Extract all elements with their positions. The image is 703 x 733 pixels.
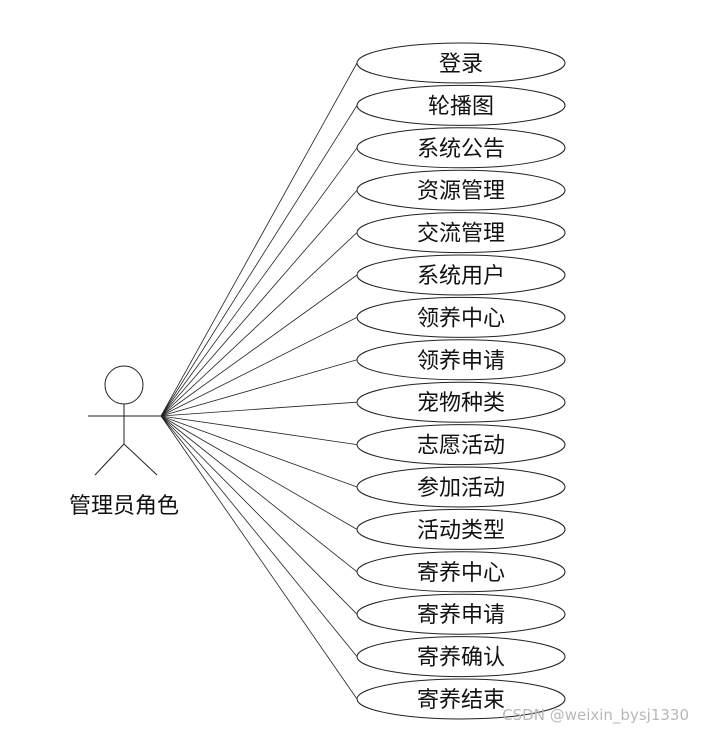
use-case: 志愿活动	[356, 424, 566, 466]
use-case-label: 轮播图	[428, 94, 494, 119]
use-case-label: 寄养结束	[417, 688, 505, 713]
connector-lines	[160, 62, 358, 700]
use-case-ellipse	[356, 339, 566, 381]
actor-head	[104, 365, 144, 405]
use-case: 寄养确认	[356, 636, 566, 678]
use-case-ellipse	[356, 42, 566, 84]
use-case: 寄养中心	[356, 551, 566, 593]
use-case-label: 宠物种类	[417, 391, 505, 416]
use-case-ellipse	[356, 381, 566, 423]
connector-line	[160, 189, 358, 417]
connector-line	[160, 415, 358, 615]
use-case-ellipse	[356, 551, 566, 593]
use-case: 领养中心	[356, 296, 566, 338]
use-case-ellipse	[356, 424, 566, 466]
use-case-label: 寄养确认	[417, 646, 505, 671]
use-case: 宠物种类	[356, 381, 566, 423]
connector-line	[160, 401, 358, 417]
use-case-label: 领养中心	[417, 306, 505, 331]
use-case-ellipse	[356, 84, 566, 126]
use-case: 系统用户	[356, 254, 566, 296]
use-case-ellipse	[356, 296, 566, 338]
use-case-label: 活动类型	[417, 518, 505, 543]
use-case-ellipse	[356, 508, 566, 550]
connector-line	[160, 415, 358, 488]
use-case-ellipse	[356, 678, 566, 720]
connector-line	[160, 415, 358, 700]
use-case-ellipse	[356, 254, 566, 296]
use-case-label: 登录	[439, 52, 483, 77]
use-case-label: 参加活动	[417, 476, 505, 501]
actor-right-leg	[123, 443, 158, 476]
use-case: 活动类型	[356, 508, 566, 550]
connector-line	[160, 359, 358, 417]
use-case-label: 资源管理	[417, 179, 505, 204]
connector-line	[160, 232, 358, 417]
use-case-label: 系统公告	[417, 137, 505, 162]
connector-line	[160, 415, 358, 573]
use-case: 轮播图	[356, 84, 566, 126]
use-case-ellipse	[356, 169, 566, 211]
use-case-list: 登录轮播图系统公告资源管理交流管理系统用户领养中心领养申请宠物种类志愿活动参加活…	[356, 42, 566, 720]
use-case-ellipse	[356, 466, 566, 508]
actor-figure: 管理员角色	[69, 365, 179, 519]
actor-left-leg	[94, 443, 125, 476]
connector-line	[160, 415, 358, 657]
use-case: 参加活动	[356, 466, 566, 508]
connector-line	[160, 274, 358, 417]
use-case-label: 寄养中心	[417, 561, 505, 586]
use-case: 寄养结束	[356, 678, 566, 720]
use-case-label: 寄养申请	[417, 603, 505, 628]
connector-line	[160, 415, 358, 530]
use-case: 交流管理	[356, 212, 566, 254]
use-case-label: 交流管理	[417, 222, 505, 247]
use-case: 资源管理	[356, 169, 566, 211]
actor-label: 管理员角色	[69, 494, 179, 519]
use-case-ellipse	[356, 127, 566, 169]
use-case-label: 志愿活动	[417, 434, 505, 459]
connector-line	[160, 415, 358, 445]
connector-line	[160, 105, 358, 417]
connector-line	[160, 62, 358, 417]
use-case-label: 系统用户	[417, 264, 505, 289]
use-case: 领养申请	[356, 339, 566, 381]
use-case-label: 领养申请	[417, 349, 505, 374]
use-case-ellipse	[356, 593, 566, 635]
watermark-text: CSDN @weixin_bysj1330	[502, 706, 689, 725]
use-case-ellipse	[356, 212, 566, 254]
use-case: 登录	[356, 42, 566, 84]
connector-line	[160, 317, 358, 417]
connector-line	[160, 147, 358, 417]
use-case: 寄养申请	[356, 593, 566, 635]
use-case: 系统公告	[356, 127, 566, 169]
use-case-ellipse	[356, 636, 566, 678]
